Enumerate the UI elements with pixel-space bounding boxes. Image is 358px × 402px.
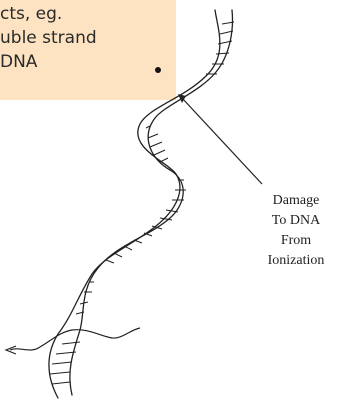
damage-label-line-4: Ionization [241, 251, 351, 271]
dna-strand-a [70, 10, 233, 395]
leader-line [182, 98, 262, 184]
damage-label-line-2: To DNA [241, 211, 351, 231]
ionization-point [155, 67, 161, 73]
dna-strand-b [49, 10, 220, 398]
damage-label-line-3: From [241, 231, 351, 251]
damage-label-line-1: Damage [241, 191, 351, 211]
